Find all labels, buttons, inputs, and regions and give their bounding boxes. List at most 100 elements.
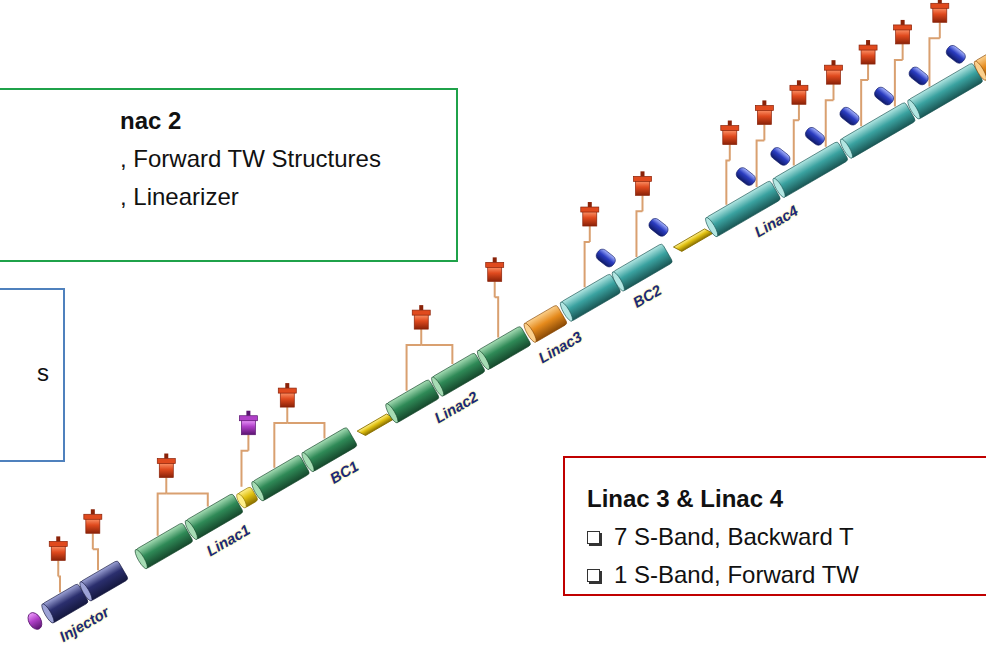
klystron-gun: [938, 0, 942, 3]
injector-info-box: s: [0, 288, 65, 462]
waveguide: [420, 329, 422, 345]
waveguide: [247, 435, 249, 451]
klystron: [635, 180, 649, 195]
klystron-cap: [894, 25, 912, 30]
klystron-gun: [164, 454, 168, 459]
klystron-gun: [419, 305, 423, 310]
klystron-cap: [486, 262, 504, 267]
waveguide: [589, 226, 591, 242]
sled-cavity: [907, 65, 930, 87]
waveguide: [57, 560, 59, 576]
text-row: 1 S-Band, Forward TW: [587, 556, 981, 594]
section-label: Linac3: [535, 327, 585, 366]
waveguide: [832, 84, 834, 100]
klystron-cap: [84, 514, 102, 519]
sled-cavity: [769, 146, 792, 168]
waveguide: [729, 145, 731, 161]
klystron: [280, 392, 294, 407]
waveguide: [867, 64, 869, 80]
waveguide: [421, 345, 452, 364]
structure-end-cap: [610, 270, 626, 292]
klystron-gun: [901, 20, 905, 25]
text-row: nac 2: [120, 102, 442, 140]
text-row: 7 S-Band, Backward T: [587, 518, 981, 556]
box-text: 1 S-Band, Forward TW: [614, 561, 859, 588]
waveguide: [895, 60, 903, 107]
klystron-cap: [412, 310, 430, 315]
klystron-cap: [755, 105, 773, 110]
waveguide: [495, 297, 498, 337]
structure-end-cap: [972, 60, 986, 82]
section-label: Linac4: [751, 201, 801, 240]
bunch-compressor: [673, 226, 712, 254]
klystron: [757, 109, 771, 124]
waveguide: [726, 161, 729, 205]
sled-cavity: [594, 247, 617, 269]
section-label: BC2: [629, 281, 663, 311]
klystron-gun: [762, 100, 766, 105]
sled-cavity: [647, 216, 670, 238]
klystron-gun: [588, 202, 592, 207]
sled-cavity: [838, 105, 861, 127]
structure-end-cap: [522, 322, 538, 344]
waveguide: [929, 38, 939, 86]
waveguide: [92, 533, 94, 549]
waveguide: [93, 549, 98, 570]
klystron: [488, 266, 502, 281]
klystron-cap: [931, 3, 949, 8]
section-label: Linac1: [203, 520, 253, 559]
klystron-gun: [285, 383, 289, 388]
klystron-cap: [157, 459, 175, 464]
structure-end-cap: [558, 301, 574, 323]
structure-end-cap: [771, 177, 787, 199]
structure-end-cap: [78, 580, 94, 602]
box-text: , Linearizer: [120, 183, 239, 210]
bullet-box: [587, 569, 600, 582]
waveguide: [287, 423, 324, 438]
box-heading: nac 2: [120, 107, 181, 134]
beamline: [24, 42, 986, 634]
klystron: [51, 545, 65, 560]
electron-gun: [25, 610, 44, 632]
structure-end-cap: [384, 402, 400, 424]
klystron: [86, 518, 100, 533]
box-text: , Forward TW Structures: [120, 145, 381, 172]
section-label: Linac2: [432, 388, 482, 427]
box-text: s: [37, 359, 49, 386]
klystron-cap: [721, 126, 739, 131]
box-text: 7 S-Band, Backward T: [614, 523, 854, 550]
klystron-gun: [246, 411, 250, 416]
text-row: Linac 3 & Linac 4: [587, 480, 981, 518]
sled-cavity: [872, 85, 895, 107]
klystron-gun: [493, 257, 497, 262]
waveguide: [58, 576, 60, 592]
klystron-gun: [640, 171, 644, 176]
structure-end-cap: [300, 451, 316, 473]
structure-end-cap: [906, 98, 922, 120]
waveguide: [407, 345, 422, 391]
klystron: [896, 29, 910, 44]
waveguide: [794, 120, 799, 165]
klystron-gun: [91, 509, 95, 514]
waveguide: [826, 100, 834, 147]
structure-end-cap: [133, 548, 149, 570]
klystron-cap: [278, 388, 296, 393]
waveguide: [939, 22, 941, 38]
klystron-gun: [728, 121, 732, 126]
linac2-info-box: nac 2 , Forward TW Structures , Linearizer: [0, 88, 458, 262]
section-label: BC1: [327, 457, 361, 487]
linac34-info-box: Linac 3 & Linac 4 7 S-Band, Backward T 1 S…: [563, 456, 986, 596]
klystron: [933, 7, 947, 22]
klystron: [861, 49, 875, 64]
waveguide: [861, 80, 868, 126]
sled-cavity: [944, 43, 967, 65]
structure-end-cap: [235, 492, 248, 509]
klystron-gun: [831, 60, 835, 65]
waveguide: [165, 478, 167, 494]
text-row: , Linearizer: [120, 178, 442, 216]
waveguide: [241, 451, 248, 487]
klystron: [723, 130, 737, 145]
waveguide: [757, 140, 765, 187]
klystron: [159, 463, 173, 478]
